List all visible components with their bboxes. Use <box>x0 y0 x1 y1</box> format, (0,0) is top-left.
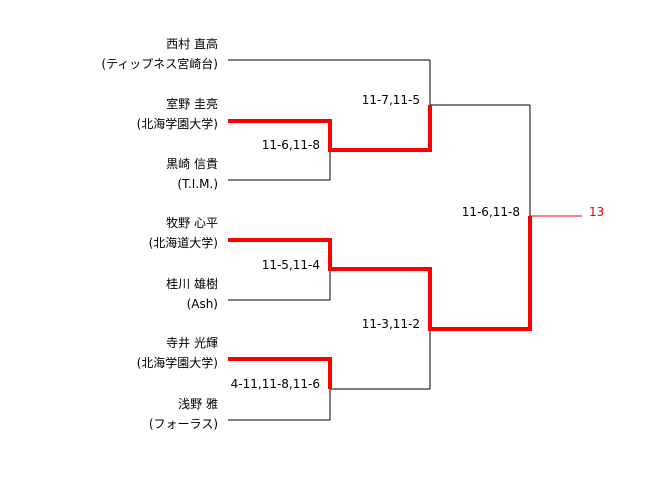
player-affiliation: (Ash) <box>186 297 218 311</box>
player-name: 牧野 心平 <box>166 216 218 230</box>
player-affiliation: (北海学園大学) <box>136 356 218 370</box>
winner-path-qf3 <box>228 357 332 389</box>
player-name: 桂川 雄樹 <box>166 277 218 291</box>
player-name: 黒崎 信貴 <box>166 157 218 171</box>
match-score-sf1: 11-7,11-5 <box>361 93 420 107</box>
player-affiliation: (ティップネス宮崎台) <box>101 57 218 71</box>
player-name: 西村 直高 <box>166 37 218 51</box>
winner-path-qf1 <box>228 105 432 152</box>
match-score-qf1: 11-6,11-8 <box>261 138 320 152</box>
match-score-sf2: 11-3,11-2 <box>361 317 420 331</box>
player-name: 浅野 雅 <box>178 397 218 411</box>
match-score-qf3: 4-11,11-8,11-6 <box>230 377 320 391</box>
player-affiliation: (T.I.M.) <box>177 177 218 191</box>
match-score-final: 11-6,11-8 <box>461 205 520 219</box>
player-name: 室野 圭亮 <box>166 97 218 111</box>
result-label: 13 <box>589 205 605 219</box>
player-affiliation: (フォーラス) <box>148 417 218 431</box>
player-affiliation: (北海道大学) <box>148 236 218 250</box>
player-affiliation: (北海学園大学) <box>136 117 218 131</box>
winner-path-qf2 <box>228 216 532 331</box>
player-name: 寺井 光輝 <box>166 336 218 350</box>
match-score-qf2: 11-5,11-4 <box>261 258 320 272</box>
